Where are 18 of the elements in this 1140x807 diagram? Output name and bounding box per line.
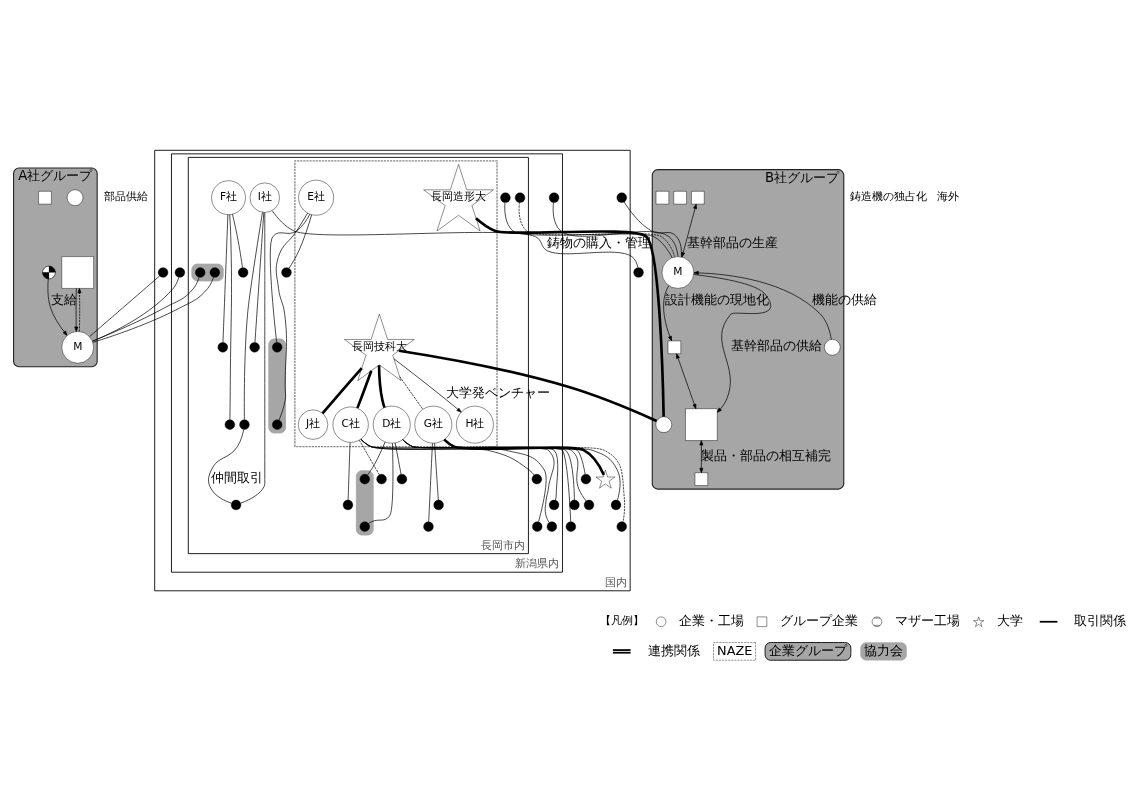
- legend-label: 企業・工場: [679, 612, 745, 628]
- edge-label: 支給: [50, 292, 77, 308]
- label: 【凡例】: [599, 614, 644, 628]
- legend-label: 協力会: [864, 642, 904, 658]
- legend-label: NAZE: [717, 642, 753, 658]
- legend-label: 大学: [997, 612, 1024, 628]
- edge-label: 設計機能の現地化: [665, 292, 770, 308]
- label: 部品供給: [103, 190, 148, 204]
- legend-label: グループ企業: [780, 612, 859, 628]
- edge-label: 基幹部品の供給: [731, 338, 823, 354]
- legend-label: 企業グループ: [768, 642, 847, 658]
- edge-label: 基幹部品の生産: [687, 234, 779, 250]
- label: 海外: [937, 190, 960, 204]
- legend-label: 連携関係: [648, 642, 701, 658]
- label: 鋳造機の独占化: [849, 190, 927, 204]
- edge-label: 仲間取引: [211, 470, 264, 486]
- legend-label: マザー工場: [895, 612, 961, 628]
- legend-label: 取引関係: [1074, 612, 1127, 628]
